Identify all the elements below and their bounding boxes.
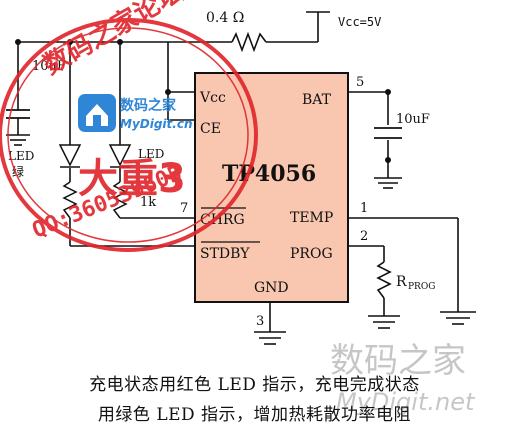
- ground-icon: [254, 331, 286, 345]
- resistor-icon: [376, 261, 392, 299]
- caption-line-1: 充电状态用红色 LED 指示，充电完成状态: [89, 375, 420, 395]
- pin-number-bat: 5: [356, 75, 364, 90]
- pin-bat-label: BAT: [302, 92, 332, 108]
- pin-prog-label: PROG: [290, 246, 333, 262]
- vcc-supply-label: Vcc=5V: [338, 15, 381, 29]
- corner-watermark-en: MyDigit.net: [336, 388, 476, 416]
- logo-en-text: MyDigit.cn: [120, 117, 193, 131]
- r-led-label: 1k: [140, 195, 156, 210]
- logo-cn-text: 数码之家: [120, 97, 177, 114]
- ground-icon: [368, 315, 400, 329]
- led-green-label: LED: [8, 149, 34, 163]
- capacitor-icon: [374, 127, 402, 139]
- pin-number-prog: 2: [360, 229, 368, 244]
- pin-ce-label: CE: [200, 121, 221, 137]
- pin-number-gnd: 3: [256, 314, 264, 329]
- caption-line-2: 用绿色 LED 指示，增加热耗散功率电阻: [97, 405, 412, 425]
- seal-big-text: 大重3: [78, 156, 186, 202]
- led-red-label: LED: [138, 147, 164, 161]
- r-sense-label: 0.4 Ω: [206, 10, 244, 26]
- r-prog-label: R: [396, 274, 407, 290]
- corner-watermark-cn: 数码之家: [330, 341, 466, 381]
- ground-icon: [6, 134, 30, 146]
- r-prog-subscript: PROG: [408, 282, 435, 292]
- mydigit-logo: 数码之家 MyDigit.cn: [78, 94, 193, 132]
- resistor-icon: [112, 181, 128, 219]
- pin-gnd-label: GND: [254, 280, 289, 296]
- c-out-label: 10uF: [396, 112, 430, 127]
- led-icon: [58, 144, 132, 168]
- tp4056-chip: [194, 72, 349, 303]
- pin-temp-label: TEMP: [290, 210, 333, 226]
- resistor-icon: [231, 31, 267, 53]
- resistor-icon: [62, 181, 78, 219]
- pin-number-chrg: 7: [180, 201, 188, 216]
- ground-icon: [374, 177, 402, 189]
- wires: [17, 11, 459, 332]
- pin-number-temp: 1: [360, 201, 368, 216]
- led-green-color: 绿: [12, 164, 24, 179]
- pin-vcc-label: Vcc: [199, 90, 226, 106]
- capacitor-icon: [6, 109, 30, 135]
- pin-stdby-label: STDBY: [200, 246, 250, 262]
- seal-text: 数码之家论坛: [38, 0, 189, 81]
- junctions: [15, 39, 391, 163]
- ground-icon: [440, 311, 476, 325]
- chip-name: TP4056: [222, 161, 316, 187]
